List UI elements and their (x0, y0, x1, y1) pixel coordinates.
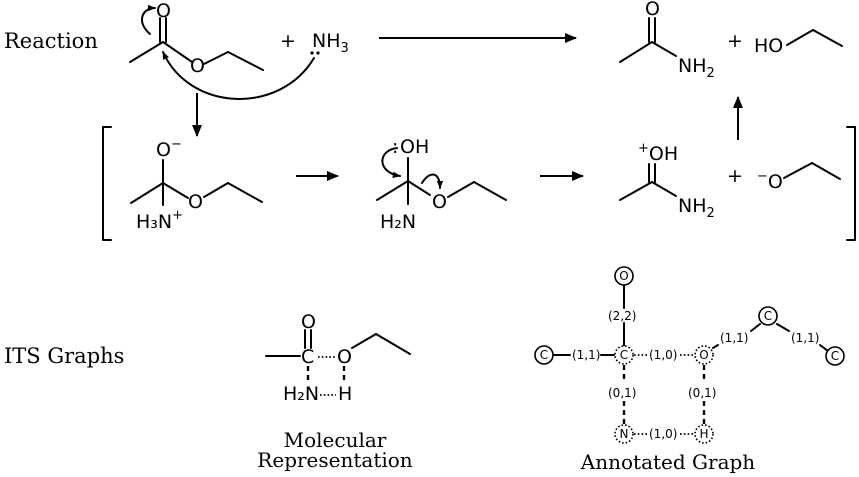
edge-label-oh: (0,1) (688, 386, 716, 400)
edge-label-co-double: (2,2) (608, 309, 636, 323)
graph-node-c-left-label: C (540, 348, 548, 362)
product-acetamide: O NH2 (619, 0, 715, 81)
ammonium-group: H₃N (136, 211, 172, 233)
graph-node-h-label: H (699, 427, 708, 441)
edge-label-cn: (0,1) (608, 386, 636, 400)
lone-pair-dot (310, 51, 314, 55)
curved-arrow-carbonyl (141, 4, 156, 35)
amino-group: H₂N (380, 211, 416, 233)
intermediate-tetrahedral-neutral: : OH O H₂N (376, 136, 507, 233)
curved-arrow-nucleophilic-attack (162, 51, 315, 100)
caption-annotated-graph: Annotated Graph (580, 450, 756, 474)
ethanol-ho: HO (754, 35, 783, 57)
svg-text:−O: −O (757, 169, 783, 193)
graph-node-c-top-right: C (758, 306, 778, 326)
reactant-ethyl-acetate: O O (129, 0, 264, 77)
oxonium-charge: + (638, 141, 649, 156)
left-bracket (102, 126, 112, 241)
ethoxide-oxygen: O (768, 171, 783, 193)
svg-text:+OH: +OH (638, 141, 678, 165)
ether-oxygen: O (190, 55, 205, 77)
svg-text:H₂N: H₂N (380, 211, 416, 233)
graph-node-n: N (614, 424, 634, 444)
protonated-amide-nh: NH (678, 195, 707, 217)
edge-label-cc-left: (1,1) (572, 348, 600, 362)
ammonia: NH3 (310, 30, 349, 56)
intermediate-ether-oxygen: O (188, 191, 203, 213)
caption-molecular-line1: Molecular (284, 428, 387, 452)
graph-node-c-far-right: C (825, 346, 845, 366)
its-ether-oxygen: O (337, 346, 352, 368)
curved-arrow-reform-carbonyl (381, 147, 401, 178)
ammonium-charge: + (172, 208, 183, 223)
carbonyl-oxygen: O (156, 0, 171, 22)
plus-sign: + (280, 30, 296, 52)
graph-node-h: H (694, 424, 714, 444)
svg-text:NH2: NH2 (678, 55, 715, 81)
intermediate-tetrahedral-alkoxide: O− O H₃N+ (130, 137, 263, 233)
its-carbonyl-oxygen: O (301, 311, 316, 333)
its-nitrogen: H₂N (283, 383, 319, 405)
its-graphs-row-label: ITS Graphs (4, 344, 124, 368)
right-bracket (846, 126, 856, 241)
product-ethanol: HO (754, 29, 843, 57)
graph-node-o-center: O (694, 345, 714, 365)
graph-node-c-center: C (614, 345, 634, 365)
graph-node-c-center-label: C (620, 348, 628, 362)
plus-sign: + (727, 30, 743, 52)
ethoxide-charge: − (757, 169, 768, 184)
graph-node-o-top-label: O (619, 269, 628, 283)
alkoxide-charge: − (171, 137, 182, 152)
ammonia-subscript: 3 (341, 41, 349, 56)
plus-sign: + (727, 165, 743, 187)
edge-label-co-ether: (1,0) (649, 348, 677, 362)
alkoxide-oxygen: O (156, 139, 171, 161)
graph-node-n-label: N (620, 427, 629, 441)
svg-text:NH2: NH2 (678, 195, 715, 221)
acetamide-nh: NH (678, 55, 707, 77)
acetamide-subscript: 2 (707, 66, 715, 81)
svg-text:NH3: NH3 (312, 30, 349, 56)
graph-node-c-left: C (534, 345, 554, 365)
ammonia-nh: NH (312, 30, 341, 52)
curved-arrow-leaving-group (421, 173, 444, 189)
reaction-row-label: Reaction (4, 29, 98, 53)
its-annotated-graph: (2,2) (1,1) (1,0) (1,1) (1,1) (0,1) (0,1… (534, 266, 845, 444)
its-molecular-representation: C O O H₂N H (265, 311, 411, 405)
its-hydrogen: H (338, 383, 352, 405)
svg-text:H₃N+: H₃N+ (136, 208, 183, 233)
graph-node-o-top: O (614, 266, 634, 286)
hydroxyl-group: OH (400, 136, 429, 158)
leaving-oxygen: O (432, 191, 447, 213)
protonated-acetamide: +OH NH2 (619, 141, 715, 221)
graph-node-c-top-right-label: C (764, 309, 772, 323)
protonated-amide-subscript: 2 (707, 206, 715, 221)
oxonium-oh: OH (649, 143, 678, 165)
caption-molecular-line2: Representation (257, 448, 413, 472)
its-carbon: C (301, 346, 314, 368)
acetamide-oxygen: O (645, 0, 660, 20)
hydroxyl-lone-pair: : (392, 136, 398, 158)
svg-text:O−: O− (156, 137, 182, 161)
graph-node-c-far-right-label: C (831, 349, 839, 363)
edge-label-cc-right: (1,1) (791, 331, 819, 345)
graph-node-o-center-label: O (699, 348, 708, 362)
ethoxide: −O (757, 162, 841, 193)
lone-pair-dot (316, 51, 320, 55)
edge-label-oc-right: (1,1) (720, 331, 748, 345)
edge-label-nh: (1,0) (649, 427, 677, 441)
